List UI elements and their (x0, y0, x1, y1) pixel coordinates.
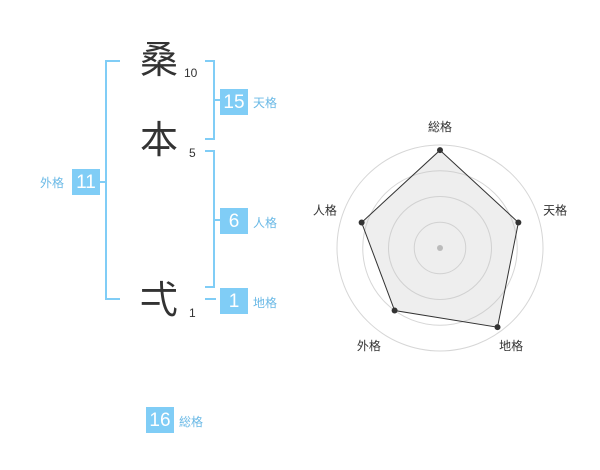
radar-ring-2 (388, 196, 492, 300)
radar-point-2 (515, 219, 522, 226)
radar-center (437, 245, 443, 251)
radar-ring-4 (336, 144, 544, 352)
radar-ring-1 (413, 221, 467, 275)
stroke-count-3: 1 (189, 306, 196, 320)
jinkaku-badge: 6 (220, 208, 248, 234)
jinkaku-bracket (205, 150, 215, 288)
tenkaku-label: 天格 (253, 96, 278, 110)
radar-axis-label-2: 天格 (543, 203, 567, 218)
radar-axis-label-3: 地格 (499, 338, 523, 353)
radar-point-5 (358, 219, 365, 226)
jinkaku-label: 人格 (253, 216, 278, 230)
radar-ring-3 (362, 170, 518, 326)
gaikaku-badge: 11 (72, 169, 100, 195)
radar-axis-label-5: 人格 (313, 203, 337, 218)
radar-axis-label-1: 総格 (428, 119, 452, 134)
radar-polygon (361, 149, 519, 328)
chikaku-badge: 1 (220, 288, 248, 314)
tenkaku-bracket (205, 60, 215, 140)
tenkaku-badge: 15 (220, 89, 248, 115)
radar-point-4 (391, 307, 398, 314)
soukaku-badge: 16 (146, 407, 174, 433)
name-char-2: 本 (139, 118, 178, 162)
chikaku-label: 地格 (253, 296, 278, 310)
gaikaku-label: 外格 (40, 176, 65, 190)
soukaku-label: 総格 (179, 415, 204, 429)
name-char-3: 弌 (139, 278, 178, 322)
stroke-count-2: 5 (189, 146, 196, 160)
radar-point-3 (494, 324, 501, 331)
radar-point-1 (437, 147, 443, 154)
name-char-1: 桑 (139, 38, 178, 82)
radar-axis-label-4: 外格 (357, 338, 381, 353)
stroke-count-1: 10 (184, 66, 198, 80)
gaikaku-bracket (105, 60, 120, 300)
